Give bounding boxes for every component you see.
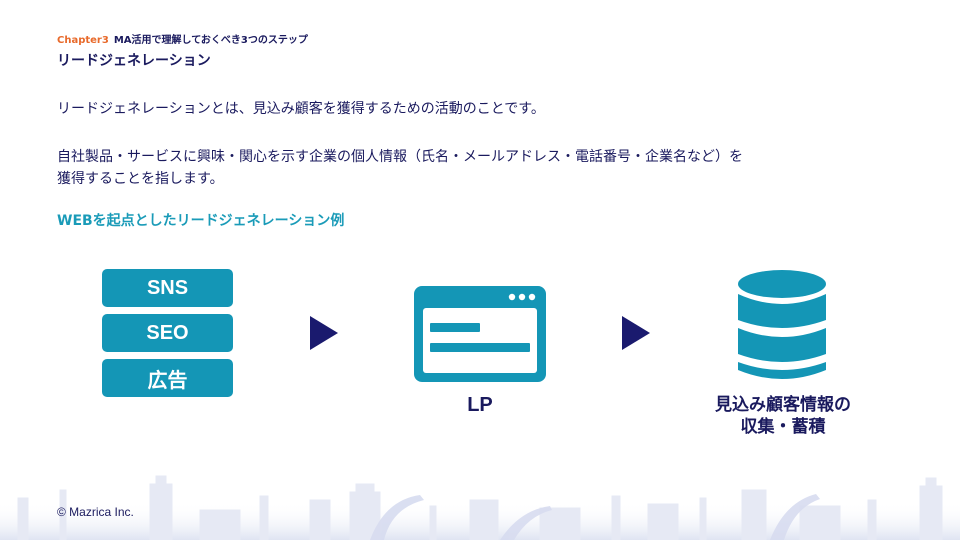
chapter-number: Chapter3 <box>57 35 109 46</box>
database-label: 見込み顧客情報の 収集・蓄積 <box>680 394 886 438</box>
city-skyline-decoration <box>0 475 960 540</box>
chapter-title: MA活用で理解しておくべき3つのステップ <box>113 35 308 46</box>
chapter-header: Chapter3 MA活用で理解しておくべき3つのステップ <box>57 31 308 46</box>
detail-text: 自社製品・サービスに興味・関心を示す企業の個人情報（氏名・メールアドレス・電話番… <box>57 146 743 190</box>
copyright: © Mazrica Inc. <box>57 505 134 519</box>
database-icon <box>738 270 826 379</box>
arrow-right-icon <box>310 316 338 350</box>
channel-seo: SEO <box>102 314 233 352</box>
definition-text: リードジェネレーションとは、見込み顧客を獲得するための活動のことです。 <box>57 101 545 117</box>
database-label-line-1: 見込み顧客情報の <box>715 395 851 415</box>
section-heading: WEBを起点としたリードジェネレーション例 <box>57 213 345 229</box>
arrow-right-icon <box>622 316 650 350</box>
database-label-line-2: 収集・蓄積 <box>740 417 826 437</box>
landing-page-icon <box>414 286 546 382</box>
detail-text-line-2: 獲得することを指します。 <box>57 171 224 187</box>
lp-label: LP <box>467 394 493 416</box>
channel-ad: 広告 <box>102 359 233 397</box>
detail-text-line-1: 自社製品・サービスに興味・関心を示す企業の個人情報（氏名・メールアドレス・電話番… <box>57 149 743 165</box>
slide-title: リードジェネレーション <box>57 53 211 69</box>
channel-sns: SNS <box>102 269 233 307</box>
